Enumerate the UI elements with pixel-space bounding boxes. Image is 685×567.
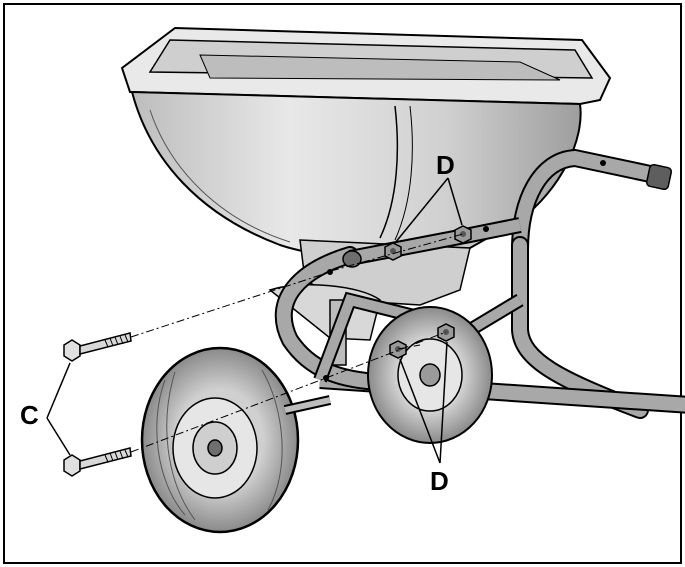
nut-d-top-2 xyxy=(454,225,472,244)
bolt-c-top xyxy=(63,332,132,362)
callout-d-bottom: D xyxy=(430,466,449,496)
cross-hole xyxy=(483,226,489,232)
rear-wheel xyxy=(367,306,493,444)
bolt-c-bottom xyxy=(63,447,132,477)
hopper xyxy=(120,26,612,260)
callout-d-top: D xyxy=(436,150,455,180)
callout-c: C xyxy=(20,400,39,430)
nut-d-top-1 xyxy=(384,242,402,261)
nut-d-bottom-1 xyxy=(389,340,407,359)
leader-lines xyxy=(46,177,463,464)
front-wheel xyxy=(140,346,332,534)
handle-hole xyxy=(600,160,606,166)
alignment-lines xyxy=(130,233,464,453)
